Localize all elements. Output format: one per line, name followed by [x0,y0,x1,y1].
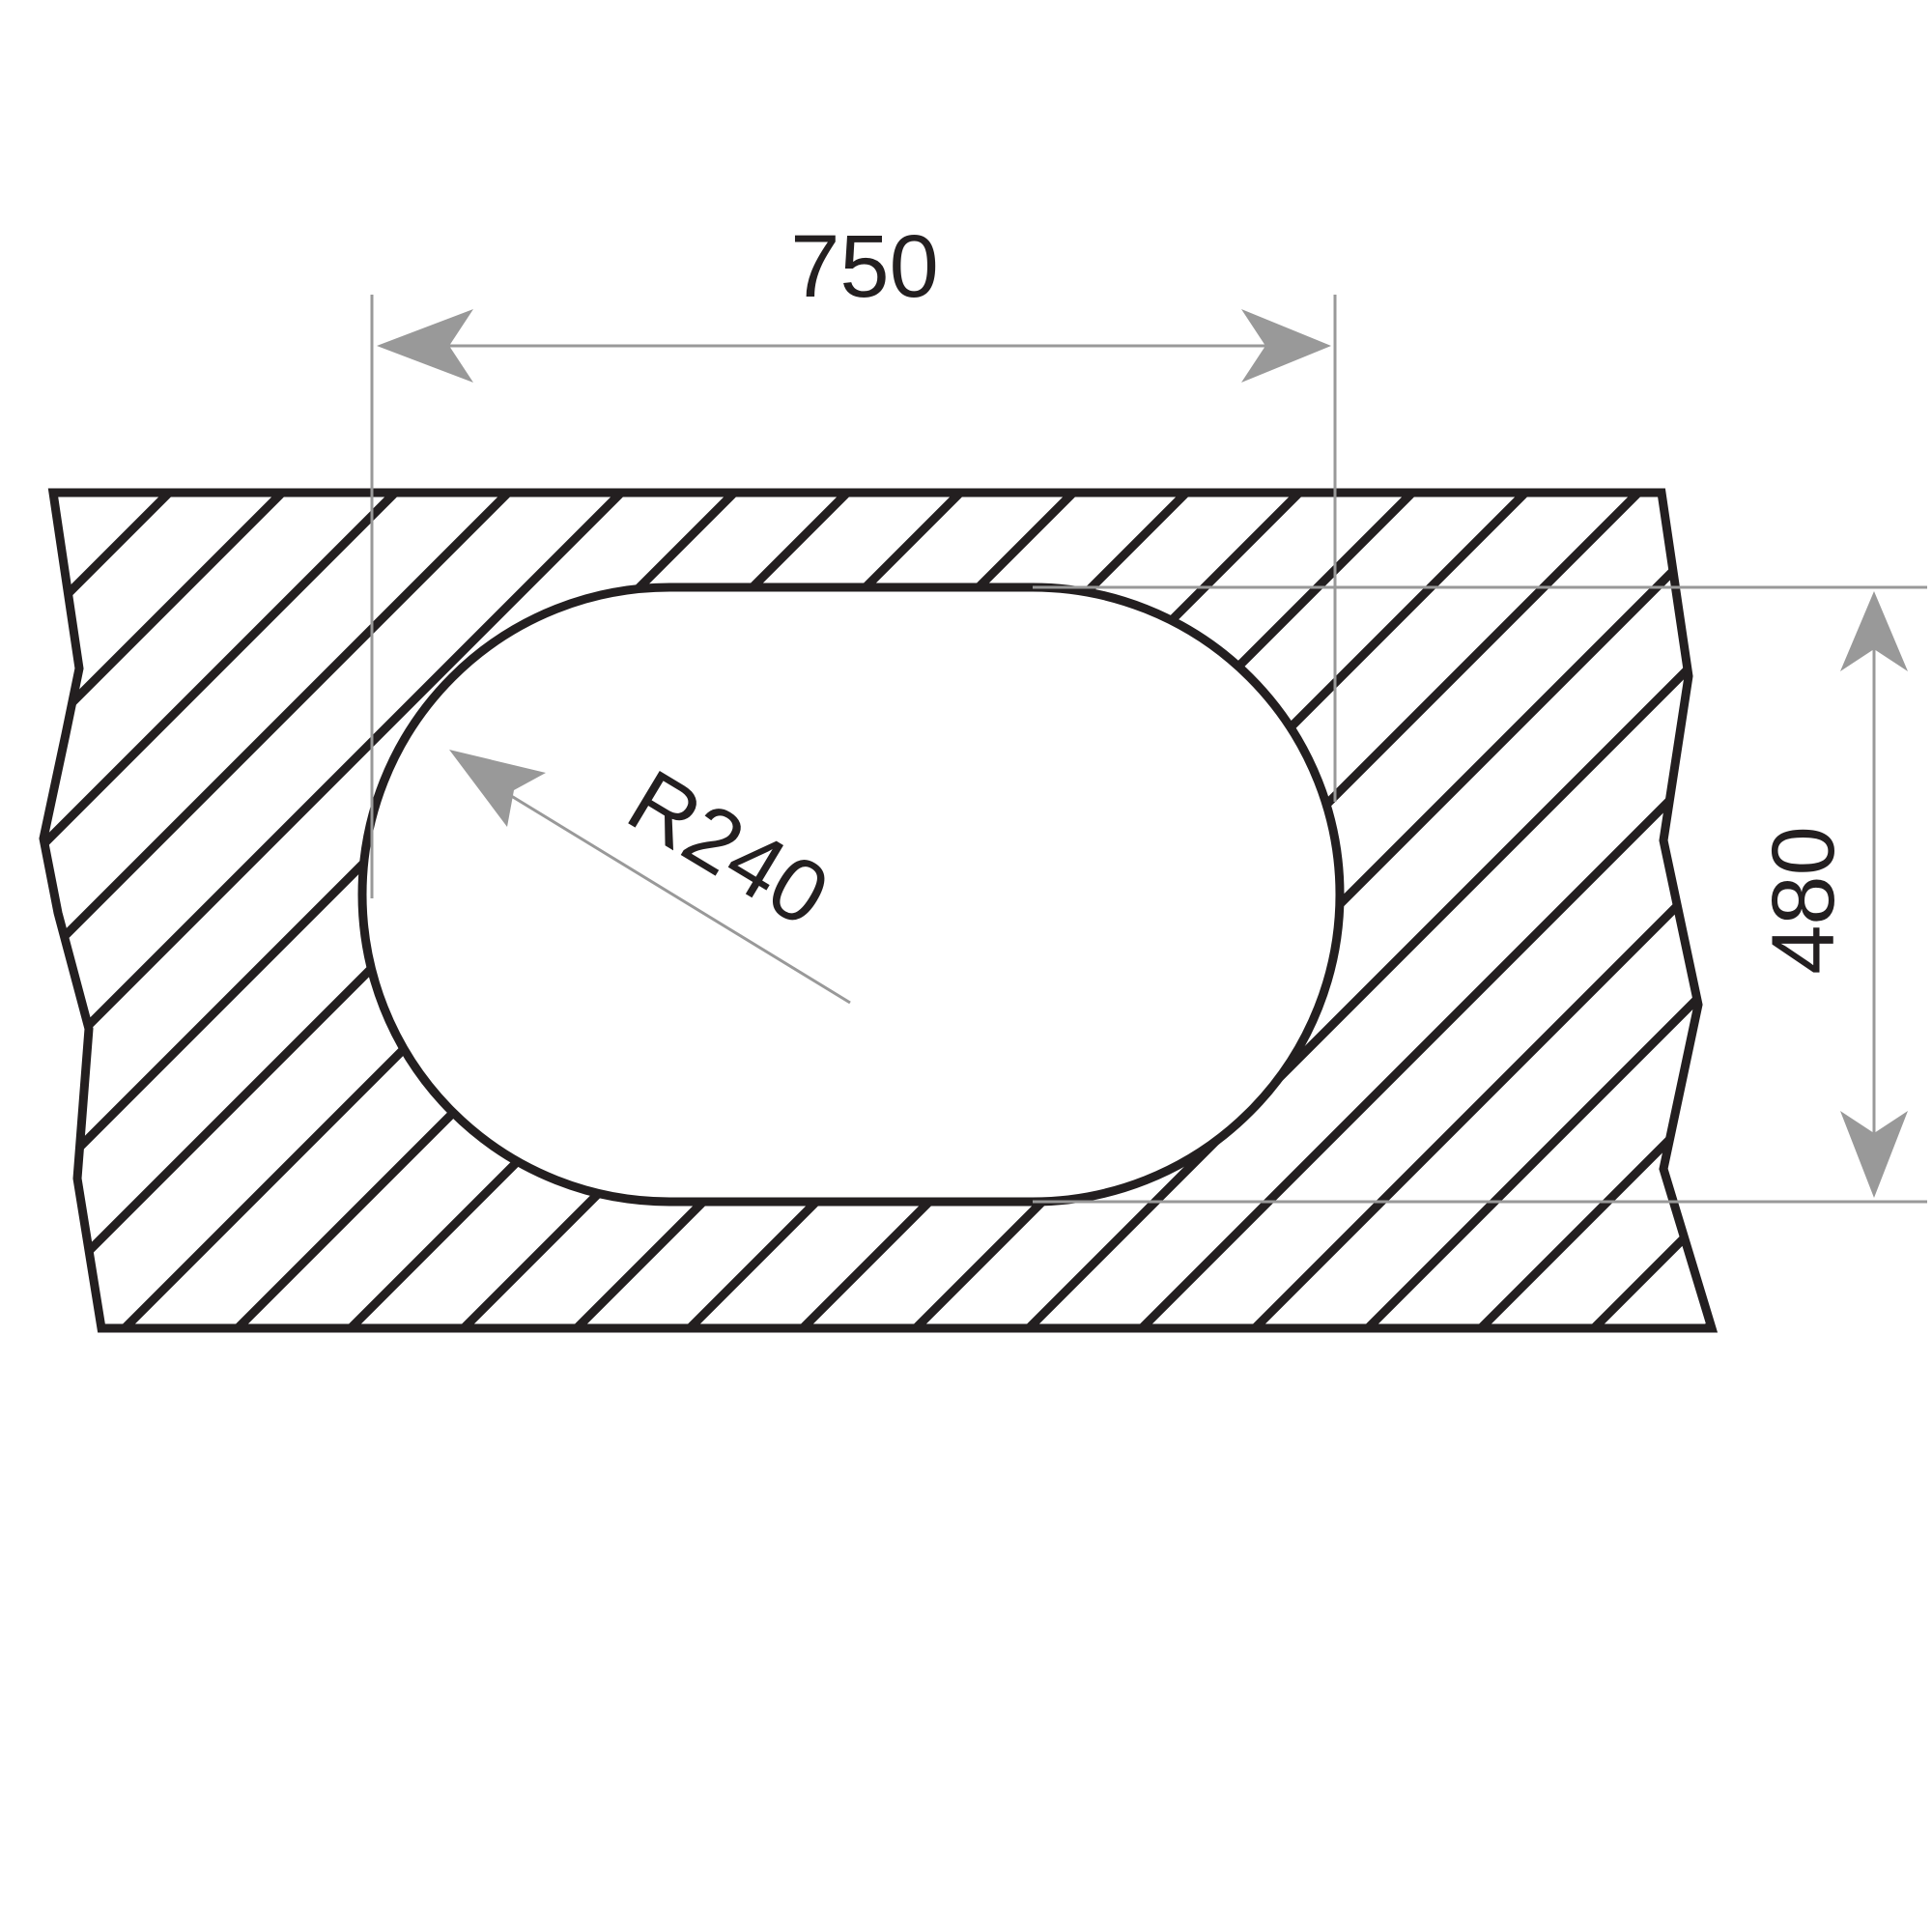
width-label: 750 [790,217,939,316]
hatch-line [43,493,392,1328]
hatch-line [43,493,53,1328]
hatch-line [1356,493,1712,1328]
hatch-line [43,493,279,1328]
width-right-arrowhead-icon [1241,309,1331,383]
radius-leader-line [472,771,851,1005]
width-dimension [370,295,1337,898]
hatch-line [43,493,731,1328]
hatch-line [43,493,505,1328]
countertop-outline [39,488,1719,1333]
hatch-line [1243,493,1712,1328]
hatch-line [1130,493,1712,1328]
height-label: 480 [1754,826,1853,975]
hatch-line [1017,493,1712,1328]
sink-cutout-outline [357,582,1345,1207]
height-dimension [1033,585,1927,1204]
hatch-line [43,493,844,1328]
height-top-arrowhead-icon [1840,591,1908,671]
hatch-line [1469,493,1712,1328]
radius-arrowhead-icon [449,750,546,827]
height-bottom-arrowhead-icon [1840,1111,1908,1198]
hatch-line [904,493,1712,1328]
width-left-arrowhead-icon [377,309,473,383]
hatch-line [43,493,618,1328]
